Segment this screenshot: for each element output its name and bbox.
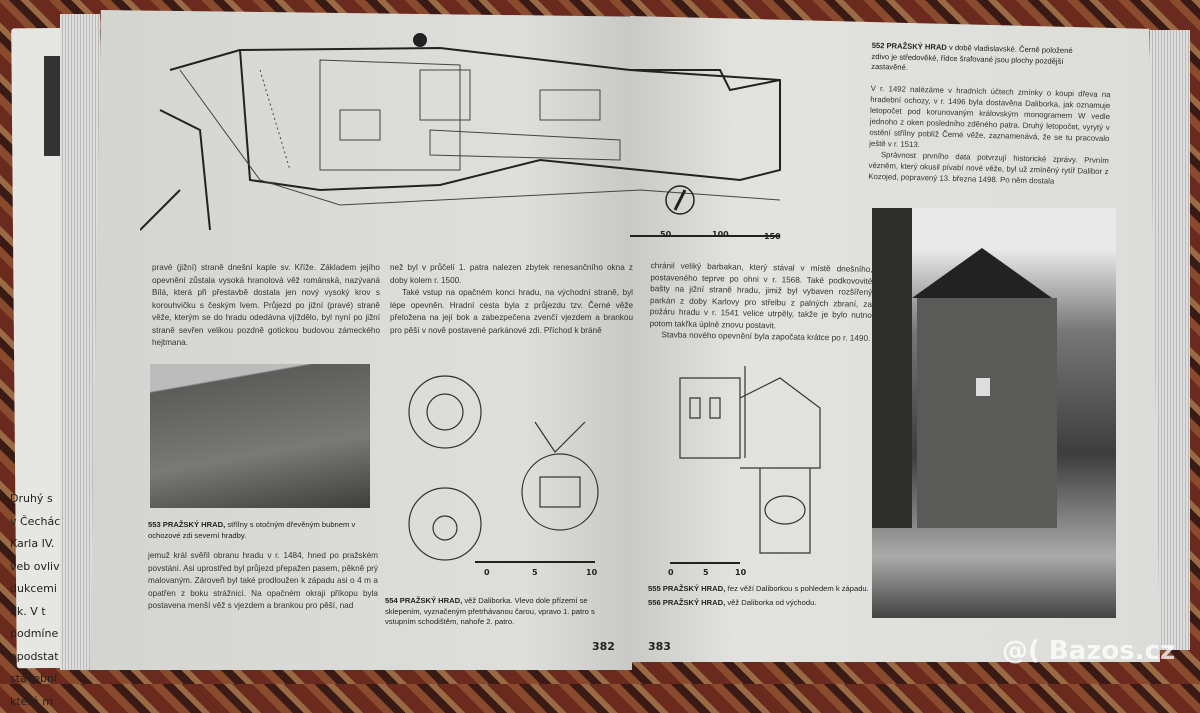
caption-title: 555 PRAŽSKÝ HRAD, [648,584,725,593]
left-page-right-column: než byl v průčelí 1. patra nalezen zbyte… [390,262,633,337]
body-text: V r. 1492 nalézáme v hradních účtech zmí… [869,82,1111,154]
body-text: jemuž král svěřil obranu hradu v r. 1484… [148,550,378,613]
photo-553-loopholes [150,364,370,508]
caption-title: 554 PRAŽSKÝ HRAD, [385,596,462,605]
body-text: Správnost prvního data potvrzují histori… [868,148,1109,187]
page-number-right: 383 [648,640,671,653]
caption-title: 556 PRAŽSKÝ HRAD, [648,598,725,607]
body-text: chránil veliký barbakan, který stával v … [650,260,873,333]
castle-plan-drawing [140,30,840,242]
body-text: pravé (jižní) straně dnešní kaple sv. Kř… [152,262,380,350]
scale-label: 5 [532,568,538,577]
right-page-left-column: chránil veliký barbakan, který stával v … [649,260,872,344]
text-line: která m [10,691,70,713]
scale-label: 0 [668,568,674,577]
scale-label: 50 [660,230,671,239]
scale-label: 10 [735,568,746,577]
scale-label: 5 [703,568,709,577]
body-text: než byl v průčelí 1. patra nalezen zbyte… [390,262,633,287]
caption-555: řez věží Daliborkou s pohledem k západu. [727,584,868,593]
right-page-top-column: 552 PRAŽSKÝ HRAD v době vladislavské. Če… [868,41,1112,188]
scale-label: 100 [712,230,729,239]
scale-label: 0 [484,568,490,577]
caption-556: věž Daliborka od východu. [727,598,816,607]
caption-title: 553 PRAŽSKÝ HRAD, [148,520,225,529]
page-number-left: 382 [592,640,615,653]
scale-label: 10 [586,568,597,577]
caption-title: 552 PRAŽSKÝ HRAD [872,41,947,52]
tower-silhouette [872,208,1116,618]
watermark: @( Bazos.cz [1002,636,1175,666]
text-line: stavební [10,668,70,691]
body-text: Také vstup na opačném konci hradu, na vý… [390,287,633,337]
right-page-captions: 555 PRAŽSKÝ HRAD, řez věží Daliborkou s … [648,584,870,608]
tower-section-drawing [670,358,840,570]
scale-label: 150 [764,232,781,241]
tower-floor-plans [395,352,615,567]
